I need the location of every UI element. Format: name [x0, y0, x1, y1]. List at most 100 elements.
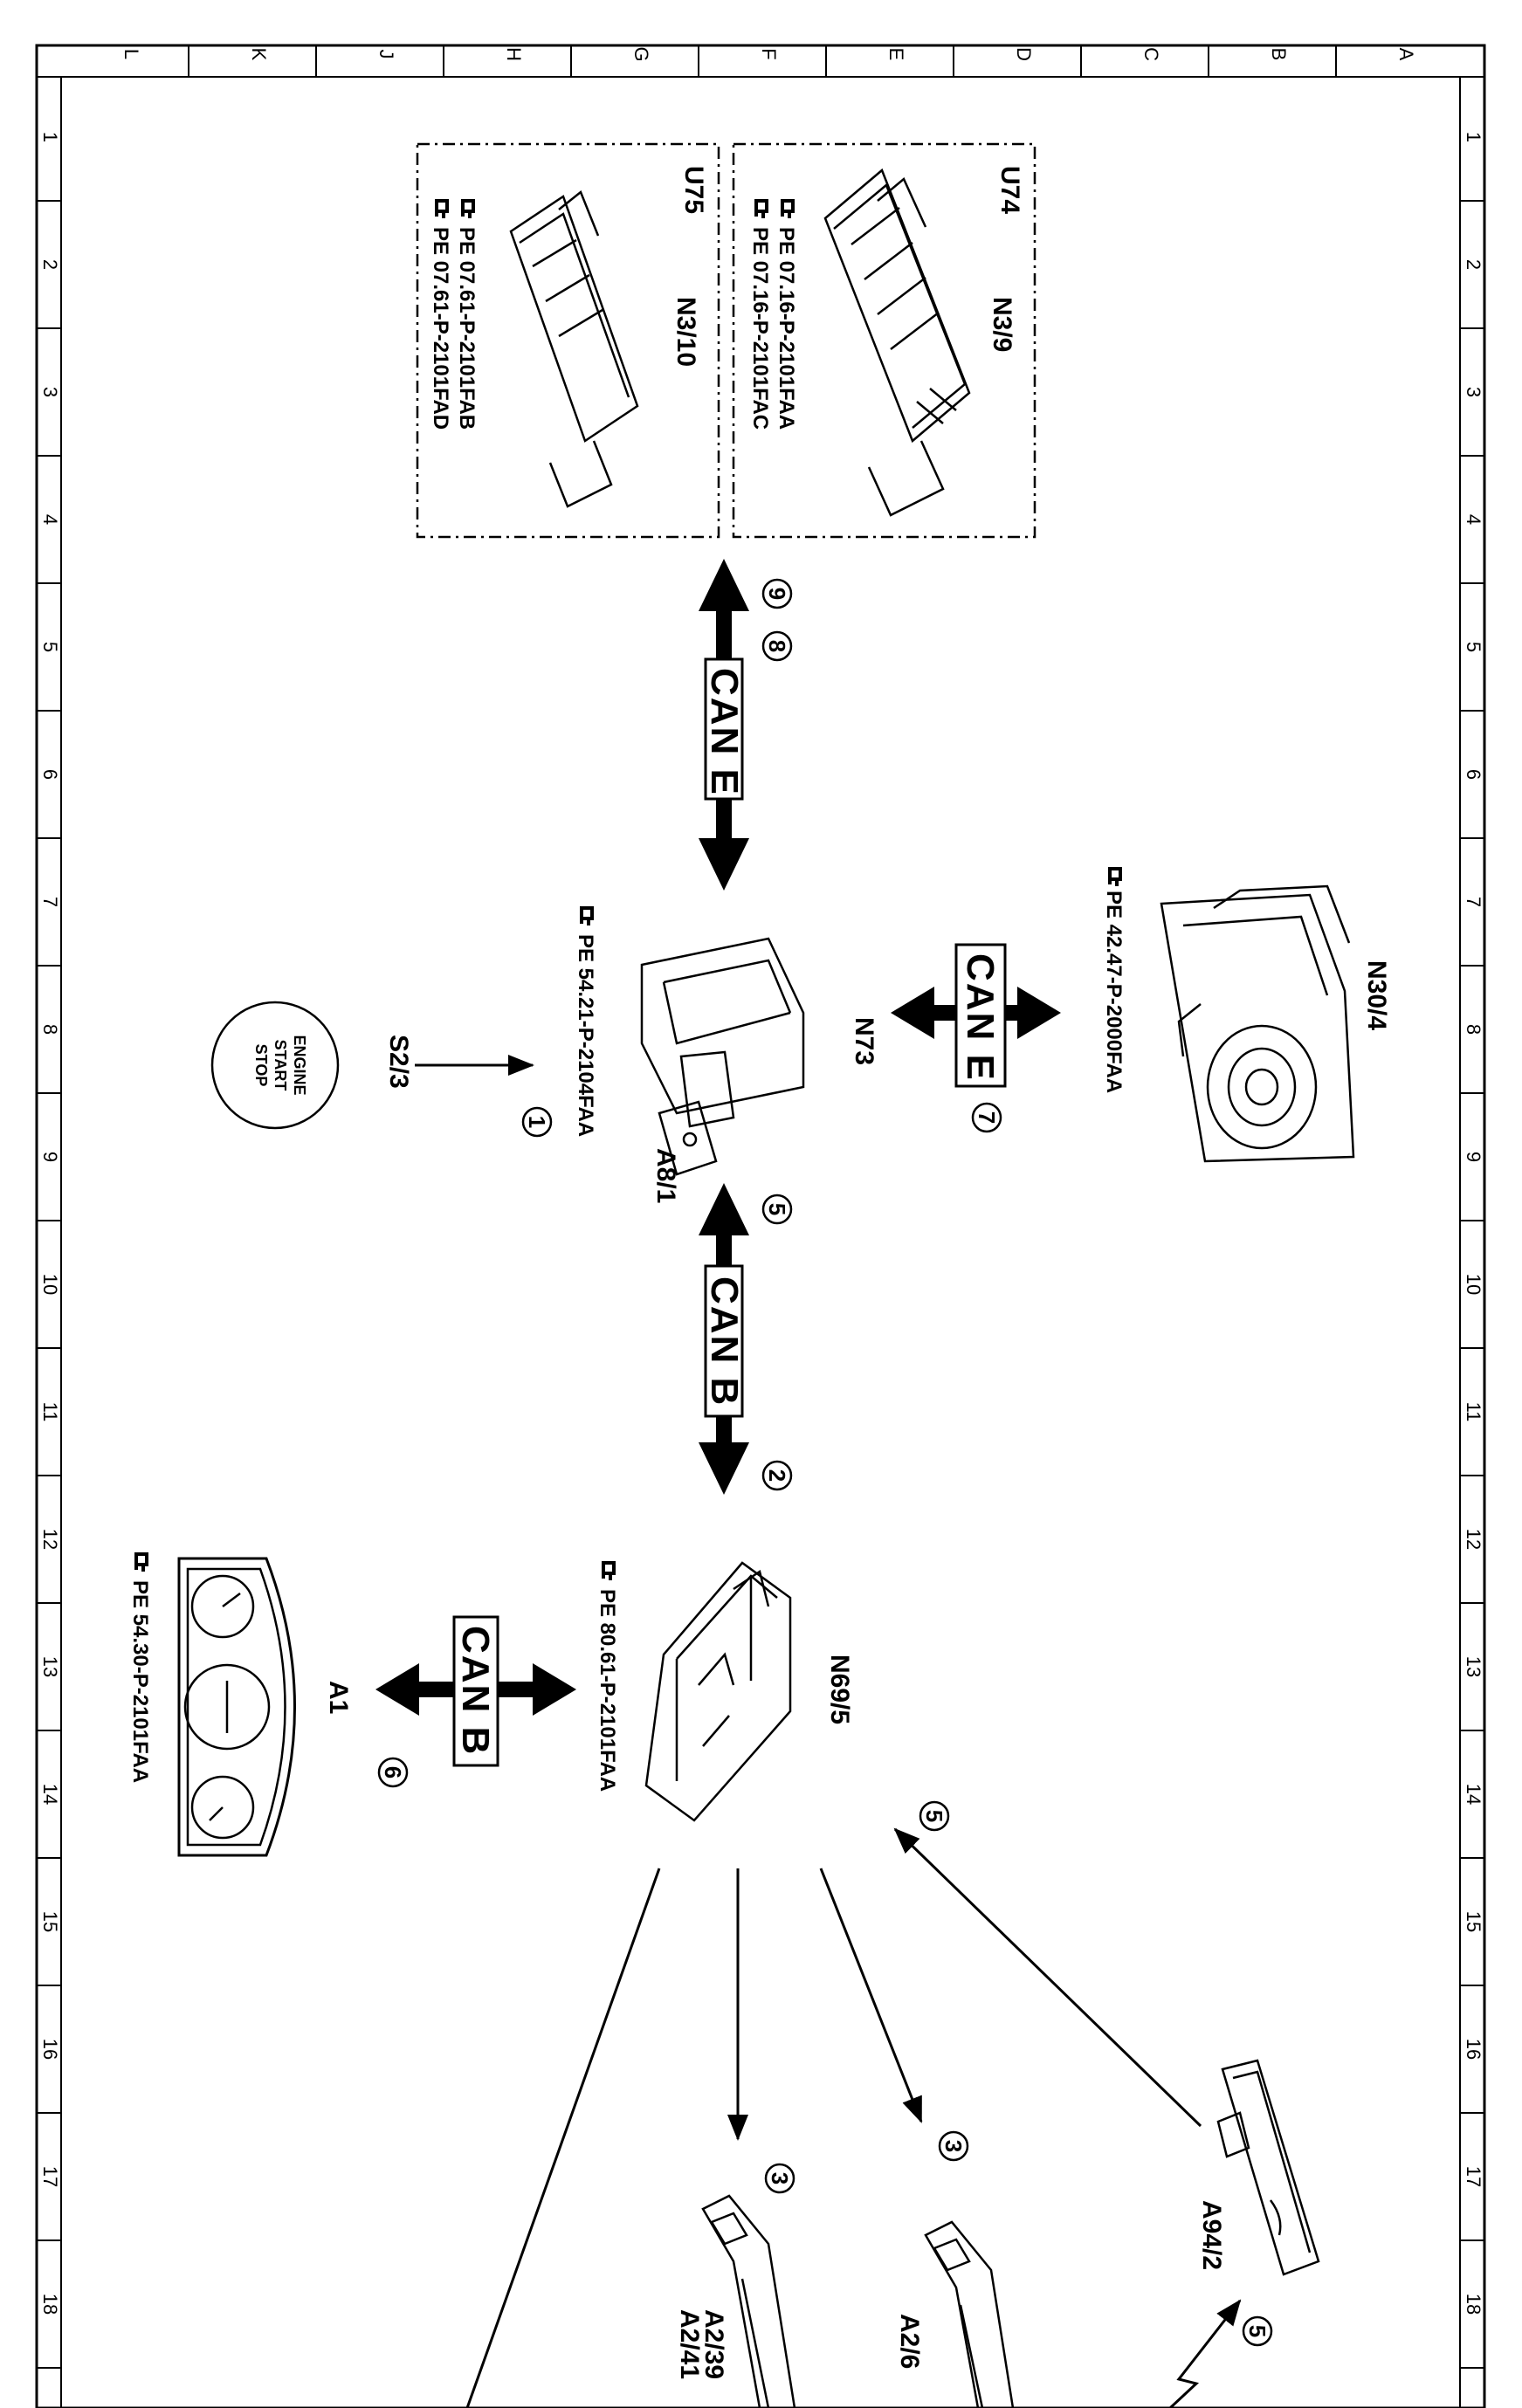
grid-row-label-right: 2	[1463, 259, 1484, 270]
grid-row-label-left: 13	[39, 1656, 61, 1677]
marker-8: 8	[761, 630, 793, 662]
grid-row-label-right: 11	[1463, 1402, 1484, 1422]
grid-row-label-left: 17	[39, 2166, 61, 2187]
n73-code: N73	[850, 1017, 878, 1065]
line-to-a94-2	[893, 1827, 1202, 2128]
can-b-left-label: CAN B	[454, 1626, 497, 1756]
svg-text:3: 3	[767, 2172, 793, 2184]
grid-row-label-left: 1	[39, 132, 61, 142]
line-to-a2-6	[819, 1868, 923, 2123]
grid-row-label-left: 12	[39, 1529, 61, 1550]
can-b-left-bus: CAN B	[375, 1615, 576, 1767]
grid-row-label-right: 8	[1463, 1024, 1484, 1035]
n30-4-ref: PE 42.47-P-2000FAA	[1102, 891, 1126, 1093]
grid-row-label-left: 11	[39, 1402, 61, 1422]
grid-column-label: D	[1013, 47, 1035, 61]
grid-row-label-right: 17	[1463, 2166, 1484, 2187]
n73-ref: PE 54.21-P-2104FAA	[574, 934, 597, 1137]
grid-row-label-left: 2	[39, 259, 61, 270]
n69-5-code: N69/5	[825, 1655, 854, 1724]
line-to-lower-left	[465, 1868, 661, 2408]
u75-box: U75 N3/10 PE 07.61-P-2101FAB PE 07.61-P-…	[416, 142, 720, 539]
grid-row-label-right: 6	[1463, 769, 1484, 780]
n69-5-ref: PE 80.61-P-2101FAA	[596, 1589, 619, 1792]
lightning-icon	[1168, 2299, 1242, 2408]
u75-ref-1: PE 07.61-P-2101FAB	[455, 227, 479, 430]
a1-code: A1	[324, 1681, 353, 1714]
s2-3-line-3: STOP	[252, 1044, 270, 1087]
n69-5-module	[644, 1561, 792, 1822]
svg-text:8: 8	[764, 640, 790, 652]
grid-row-label-right: 7	[1463, 897, 1484, 907]
grid-row-label-left: 5	[39, 642, 61, 652]
grid-row-label-left: 14	[39, 1784, 61, 1805]
grid-row-label-right: 14	[1463, 1784, 1484, 1805]
grid-row-label-left: 6	[39, 769, 61, 780]
ecu-n3-9-drawing	[823, 168, 971, 517]
grid-row-label-left: 16	[39, 2039, 61, 2060]
grid-column-label: H	[503, 47, 525, 61]
u74-ref-2: PE 07.16-P-2101FAC	[748, 227, 772, 430]
svg-text:5: 5	[764, 1203, 790, 1215]
a1-instrument-cluster	[177, 1557, 296, 1857]
grid-column-label: F	[758, 48, 780, 59]
can-e-top-bus: CAN E	[699, 559, 749, 891]
marker-3-a: 3	[938, 2130, 969, 2162]
grid-row-label-left: 15	[39, 1911, 61, 1932]
grid-row-label-left: 9	[39, 1152, 61, 1162]
marker-6: 6	[377, 1757, 409, 1788]
grid-row-label-right: 5	[1463, 642, 1484, 652]
grid-column-label: B	[1268, 48, 1290, 61]
u74-box: U74 N3/9 PE 07.16-P-2101FAA PE 07.16-P-2…	[732, 142, 1036, 539]
u75-code: N3/10	[671, 297, 700, 367]
n30-4-code: N30/4	[1362, 960, 1391, 1030]
grid-columns	[188, 45, 1337, 77]
a2-6-component	[924, 2220, 1015, 2408]
grid-row-label-left: 18	[39, 2294, 61, 2315]
grid-column-label: E	[885, 48, 907, 61]
n30-4-component	[1160, 884, 1355, 1163]
a2-39-component	[701, 2194, 796, 2408]
a8-1-code: A8/1	[651, 1148, 680, 1203]
s2-3-code: S2/3	[384, 1035, 413, 1089]
grid-column-label: A	[1395, 48, 1417, 61]
svg-text:3: 3	[940, 2140, 967, 2152]
ecu-n3-10-drawing	[509, 189, 639, 508]
u74-code: N3/9	[988, 297, 1016, 352]
grid-column-label: L	[121, 49, 142, 59]
grid-row-label-right: 12	[1463, 1529, 1484, 1550]
marker-5-c: 5	[1242, 2315, 1273, 2347]
can-b-mid-label: CAN B	[703, 1276, 746, 1407]
grid-row-label-right: 13	[1463, 1656, 1484, 1677]
can-b-mid-bus: CAN B	[699, 1183, 749, 1495]
u74-ref-1: PE 07.16-P-2101FAA	[775, 227, 798, 430]
svg-text:9: 9	[764, 588, 790, 600]
s2-3-button: ENGINE START STOP	[210, 1001, 340, 1130]
s2-3-line-1: ENGINE	[291, 1035, 308, 1095]
svg-text:5: 5	[921, 1810, 947, 1822]
grid-row-label-right: 1	[1463, 132, 1484, 142]
u74-box-label: U74	[995, 166, 1024, 214]
grid-row-label-left: 3	[39, 387, 61, 397]
grid-row-label-right: 10	[1463, 1274, 1484, 1295]
pointing-hand-icon	[602, 1561, 616, 1580]
marker-9: 9	[761, 578, 793, 609]
pointing-hand-icon	[134, 1552, 148, 1572]
a2-41-code: A2/41	[675, 2309, 704, 2379]
grid-row-label-right: 15	[1463, 1911, 1484, 1932]
pointing-hand-icon	[580, 906, 594, 925]
can-e-top-label: CAN E	[703, 668, 746, 796]
grid-column-label: K	[248, 48, 270, 61]
marker-2: 2	[761, 1460, 793, 1491]
svg-text:5: 5	[1244, 2325, 1271, 2337]
grid-column-label: J	[375, 50, 397, 59]
s2-3-line-2: START	[272, 1040, 289, 1091]
a2-6-code: A2/6	[895, 2314, 924, 2369]
grid-column-label: G	[630, 46, 652, 61]
grid-row-label-right: 16	[1463, 2039, 1484, 2060]
pointing-hand-icon	[435, 199, 449, 218]
marker-5-b: 5	[919, 1800, 950, 1832]
grid-row-label-left: 4	[39, 514, 61, 525]
marker-1: 1	[521, 1106, 553, 1138]
